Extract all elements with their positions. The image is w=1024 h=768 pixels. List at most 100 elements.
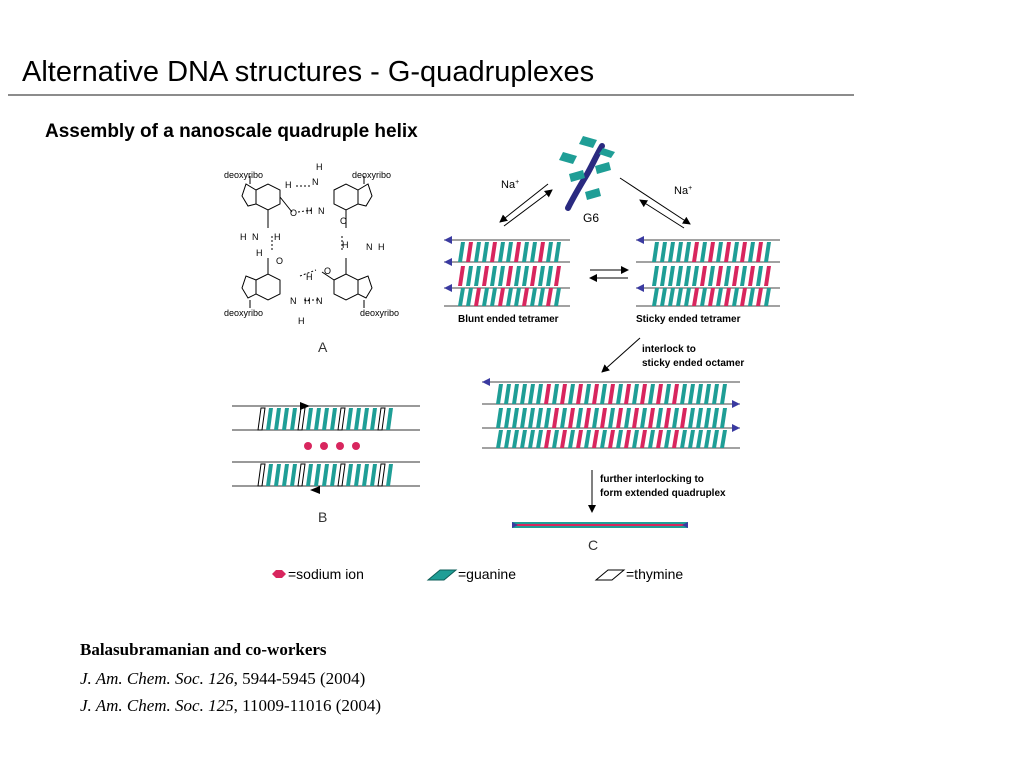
guanine-slab <box>720 384 727 404</box>
atom-h: H <box>378 242 385 252</box>
deoxyribo-label-top-right: deoxyribo <box>352 170 391 180</box>
guanine-slab <box>700 288 707 306</box>
guanine-slab <box>297 463 306 487</box>
guanine-slab <box>660 288 667 306</box>
deoxyribo-label-top-left: deoxyribo <box>224 170 263 180</box>
guanine-slab <box>616 384 623 404</box>
guanine-slab <box>676 242 683 262</box>
guanine-slab <box>512 384 519 404</box>
guanine-slab <box>554 242 561 262</box>
guanine-slab <box>496 408 503 428</box>
guanine-slab <box>568 430 575 448</box>
sodium-ion <box>304 442 312 450</box>
g6-label: G6 <box>583 211 599 225</box>
guanine-slab <box>354 408 361 430</box>
guanine-slab <box>664 430 671 448</box>
guanine-slab <box>546 288 553 306</box>
guanine-slab <box>506 242 513 262</box>
guanine-slab <box>640 384 647 404</box>
sodium-ion <box>352 442 360 450</box>
guanine-slab <box>512 408 519 428</box>
guanine-slab <box>648 430 655 448</box>
guanine-slab <box>530 288 537 306</box>
guanine-slab <box>616 430 623 448</box>
atom-n: N <box>312 177 319 187</box>
atom-n: N <box>318 206 325 216</box>
atom-h: H <box>274 232 281 242</box>
guanine-slab <box>290 464 297 486</box>
sticky-label: Sticky ended tetramer <box>636 314 741 325</box>
guanine-slab <box>504 430 511 448</box>
guanine-slab <box>652 288 659 306</box>
guanine-slab <box>624 408 631 428</box>
legend: =sodium ion =guanine =thymine <box>272 566 683 582</box>
guanine-slab <box>668 288 675 306</box>
figure-subtitle: Assembly of a nanoscale quadruple helix <box>45 121 418 142</box>
guanine-slab <box>306 464 313 486</box>
guanine-slab <box>668 266 675 286</box>
guanine-slab <box>257 463 266 487</box>
citation-ref-2-journal: J. Am. Chem. Soc. 125 <box>80 696 234 715</box>
guanine-slab <box>592 430 599 448</box>
guanine-slab <box>458 266 465 286</box>
guanine-slab <box>514 242 521 262</box>
guanine-slab <box>538 288 545 306</box>
guanine-slab <box>748 242 755 262</box>
atom-h: H <box>306 206 313 216</box>
guanine-slab <box>584 408 591 428</box>
guanine-slab <box>458 288 465 306</box>
sodium-ion <box>336 442 344 450</box>
guanine-slab <box>266 408 273 430</box>
guanine-slab <box>624 384 631 404</box>
guanine-slab <box>482 266 489 286</box>
guanine-slab <box>536 408 543 428</box>
equilibrium-arrows <box>589 266 629 282</box>
guanine-slab <box>474 242 481 262</box>
guanine-slab <box>608 384 615 404</box>
guanine-slab <box>257 407 266 431</box>
guanine-slab <box>370 408 377 430</box>
guanine-slab <box>600 384 607 404</box>
guanine-swatch <box>426 569 458 581</box>
guanine-slab <box>536 430 543 448</box>
g6-strand <box>565 143 605 211</box>
guanine-slab <box>600 430 607 448</box>
guanine-slab <box>490 266 497 286</box>
na-arrows: Na+ Na+ <box>499 177 692 229</box>
atom-h: H <box>306 272 313 282</box>
guanine-slab <box>640 430 647 448</box>
guanine-slab <box>290 408 297 430</box>
guanine-slab <box>337 407 346 431</box>
guanine-slab <box>608 408 615 428</box>
guanine-slab <box>522 288 529 306</box>
guanine-slab <box>696 408 703 428</box>
guanine-slab <box>756 288 763 306</box>
guanine-slab <box>684 266 691 286</box>
guanine-slab <box>514 266 521 286</box>
guanine-slab <box>482 288 489 306</box>
guanine-slab <box>297 407 306 431</box>
guanine-slab <box>680 384 687 404</box>
legend-thymine: =thymine <box>626 566 683 582</box>
guanine-slab <box>568 408 575 428</box>
guanine-slab <box>600 408 607 428</box>
guanine-slab <box>482 242 489 262</box>
guanine-slab <box>322 408 329 430</box>
guanine-slab <box>337 463 346 487</box>
atom-o: O <box>340 216 347 226</box>
guanine-slab <box>560 408 567 428</box>
guanine-slab <box>764 266 771 286</box>
guanine-slab <box>656 430 663 448</box>
guanine-slab <box>660 266 667 286</box>
guanine-slab <box>544 408 551 428</box>
deoxyribo-label-bottom-left: deoxyribo <box>224 308 263 318</box>
guanine-slab <box>552 408 559 428</box>
guanine-slab <box>546 266 553 286</box>
guanine-slab <box>498 266 505 286</box>
guanine-slab <box>632 430 639 448</box>
guanine-slab <box>720 430 727 448</box>
na-label-left: Na+ <box>501 179 519 191</box>
legend-sodium: =sodium ion <box>288 566 364 582</box>
guanine-slab <box>466 288 473 306</box>
